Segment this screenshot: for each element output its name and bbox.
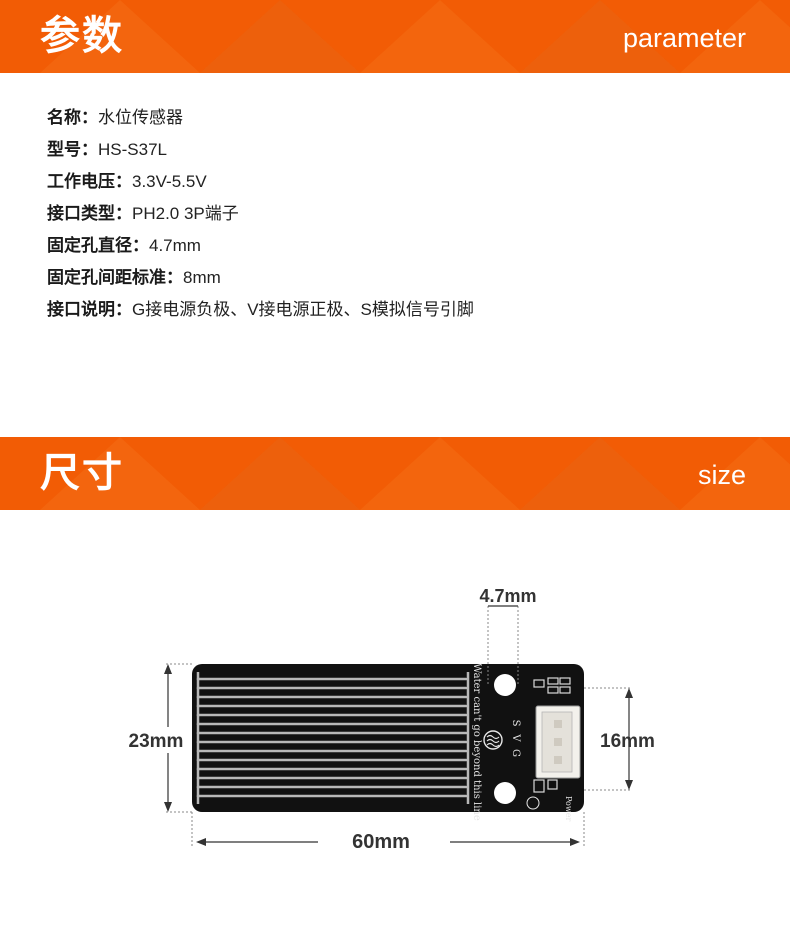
spec-row-pinout: 接口说明：G接电源负极、V接电源正极、S模拟信号引脚 — [47, 296, 474, 328]
spec-label: 接口说明： — [47, 300, 132, 320]
section-title: 参数 — [40, 13, 124, 59]
power-label: Power — [564, 796, 573, 821]
dimension-height: 23mm — [120, 663, 192, 813]
dimension-diagram: Water can't go beyond this line S V G Po… — [120, 586, 655, 853]
spec-value: 3.3V-5.5V — [132, 172, 207, 191]
connector-dimension-label: 16mm — [600, 731, 655, 752]
spec-label: 工作电压： — [47, 172, 132, 192]
spec-row-model: 型号：HS-S37L — [47, 136, 474, 168]
smd-components — [533, 677, 571, 793]
dimension-connector: 16mm — [584, 687, 655, 791]
spec-label: 固定孔直径： — [47, 236, 149, 256]
pin-label-g: G — [510, 749, 521, 757]
spec-row-hole-diameter: 固定孔直径：4.7mm — [47, 232, 474, 264]
width-dimension-label: 60mm — [352, 831, 410, 853]
spec-value: G接电源负极、V接电源正极、S模拟信号引脚 — [132, 300, 474, 319]
spec-label: 型号： — [47, 140, 98, 160]
banner-pattern — [0, 0, 790, 73]
pin-label-v: V — [510, 733, 521, 742]
spec-list: 名称：水位传感器 型号：HS-S37L 工作电压：3.3V-5.5V 接口类型：… — [47, 104, 474, 328]
spec-row-name: 名称：水位传感器 — [47, 104, 474, 136]
section-subtitle: parameter — [622, 23, 746, 53]
spec-label: 名称： — [47, 108, 98, 128]
height-dimension-label: 23mm — [129, 731, 184, 752]
size-banner: 尺寸 size — [0, 437, 790, 510]
parameter-banner: 参数 parameter — [0, 0, 790, 73]
spec-value: PH2.0 3P端子 — [132, 204, 239, 223]
sensing-traces — [196, 677, 468, 798]
spec-row-hole-spacing: 固定孔间距标准：8mm — [47, 264, 474, 296]
mounting-hole-bottom — [494, 782, 516, 804]
dimension-hole: 4.7mm — [479, 586, 537, 684]
spec-value: 4.7mm — [149, 236, 201, 255]
section-title: 尺寸 — [40, 450, 124, 496]
dimension-width: 60mm — [191, 812, 585, 853]
sensor-board — [192, 664, 584, 812]
hole-dimension-label: 4.7mm — [479, 586, 536, 606]
spec-value: 8mm — [183, 268, 221, 287]
pin-label-s: S — [510, 720, 521, 727]
spec-label: 固定孔间距标准： — [47, 268, 183, 288]
banner-pattern — [0, 437, 790, 510]
spec-row-voltage: 工作电压：3.3V-5.5V — [47, 168, 474, 200]
spec-value: HS-S37L — [98, 140, 167, 159]
ph2-connector — [535, 705, 581, 779]
spec-value: 水位传感器 — [98, 108, 183, 127]
mounting-hole-top — [494, 674, 516, 696]
spec-row-interface: 接口类型：PH2.0 3P端子 — [47, 200, 474, 232]
spec-label: 接口类型： — [47, 204, 132, 224]
power-led-icon — [526, 796, 540, 810]
silkscreen-text: Water can't go beyond this line — [471, 663, 482, 821]
brand-logo-icon — [483, 730, 503, 750]
section-subtitle: size — [697, 460, 746, 490]
